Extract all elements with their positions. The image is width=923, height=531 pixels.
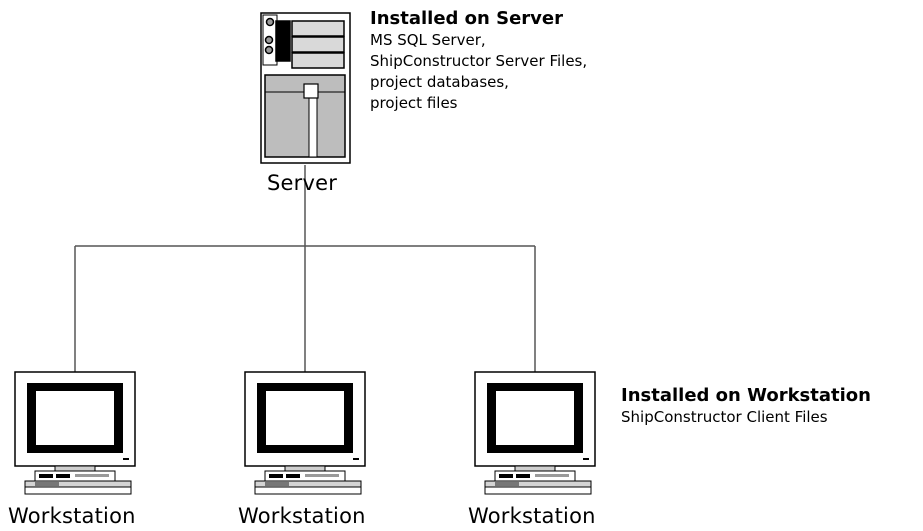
server-icon (260, 12, 351, 164)
network-lines (74, 165, 536, 372)
workstation-caption: Workstation (8, 504, 136, 528)
server-info-line: project files (370, 94, 458, 112)
server-info-line: project databases, (370, 73, 509, 91)
server-info: Installed on Server MS SQL Server, ShipC… (370, 8, 587, 114)
workstation-info-title: Installed on Workstation (621, 385, 871, 406)
workstation-caption: Workstation (238, 504, 366, 528)
workstation-icon (14, 371, 136, 495)
workstation-caption: Workstation (468, 504, 596, 528)
workstation-info-line: ShipConstructor Client Files (621, 408, 828, 426)
server-caption: Server (267, 171, 338, 195)
workstation-icon (474, 371, 596, 495)
server-info-line: ShipConstructor Server Files, (370, 52, 588, 70)
workstation-info: Installed on Workstation ShipConstructor… (621, 385, 871, 428)
server-info-line: MS SQL Server, (370, 31, 486, 49)
server-info-title: Installed on Server (370, 8, 563, 29)
workstation-icon (244, 371, 366, 495)
